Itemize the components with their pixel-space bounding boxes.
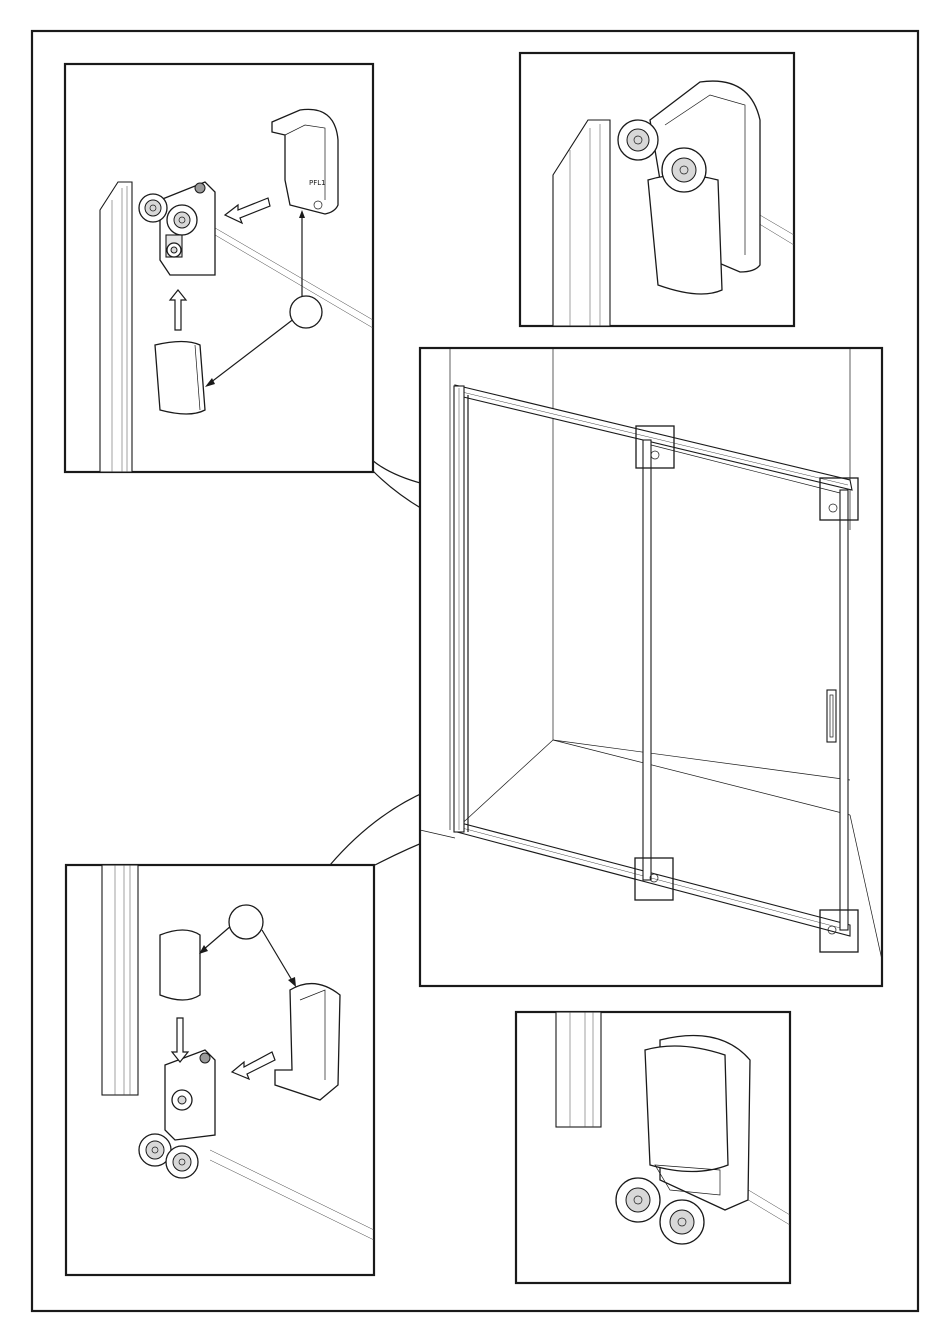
detail-bottom-right: [516, 1012, 790, 1283]
detail-bottom-left-callout: [229, 905, 263, 939]
bottom-front-cover: [645, 1046, 728, 1172]
main-door-view: [420, 348, 882, 986]
bottom-eccentric-hub: [178, 1096, 186, 1104]
wheel-tr-2-hub: [672, 158, 696, 182]
wheel-1-hub: [145, 200, 161, 216]
eccentric-nut-hub: [171, 247, 177, 253]
small-cover-cap: [160, 930, 200, 1000]
wheel-bl-2-hub: [173, 1153, 191, 1171]
door-profile-bl: [102, 865, 138, 1095]
detail-bottom-left: [66, 865, 374, 1275]
wheel-br-1-hub: [626, 1188, 650, 1212]
adjust-screw: [195, 183, 205, 193]
door-profile-br: [556, 1012, 601, 1127]
wheel-br-2-hub: [670, 1210, 694, 1234]
bottom-adjust-screw: [200, 1053, 210, 1063]
inserted-cover: [648, 175, 722, 294]
sliding-door-right-edge: [840, 490, 848, 930]
detail-top-left-callout: [290, 296, 322, 328]
wheel-2-hub: [174, 212, 190, 228]
part-marking: PFL1: [309, 179, 326, 187]
detail-top-right: [520, 53, 794, 326]
wheel-bl-1-hub: [146, 1141, 164, 1159]
wheel-tr-1-hub: [627, 129, 649, 151]
detail-top-left: PFL1: [65, 64, 373, 472]
sliding-door-left-edge: [643, 440, 651, 880]
door-handle: [827, 690, 836, 742]
